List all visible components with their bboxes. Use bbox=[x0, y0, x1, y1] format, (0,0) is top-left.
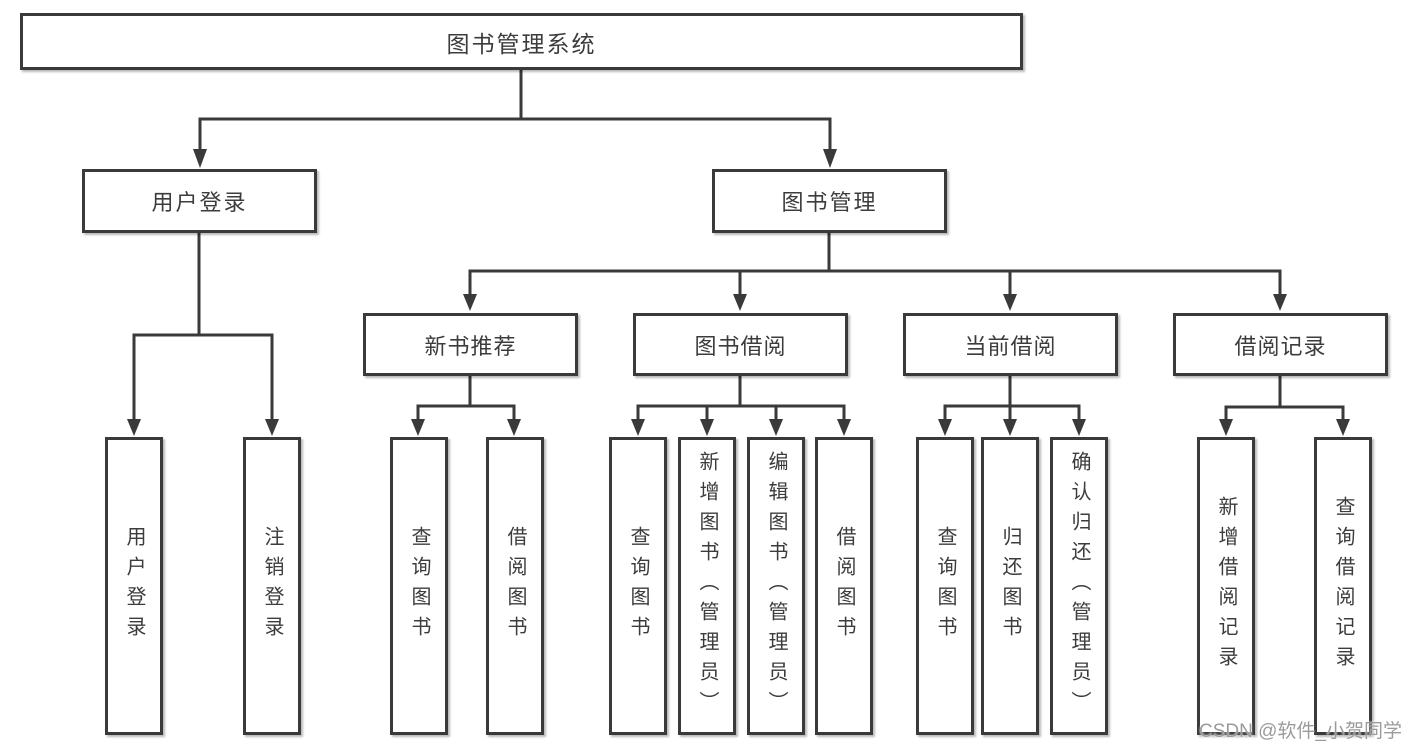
leaf-confirm-return-admin: 确认归还（管理员） bbox=[1050, 437, 1108, 735]
leaf-label: 借阅图书 bbox=[833, 526, 855, 646]
leaf-label: 归还图书 bbox=[999, 526, 1021, 646]
connector-book-borrow-children bbox=[636, 376, 846, 421]
csdn-watermark: CSDN @软件_小贺同学 bbox=[1199, 721, 1402, 742]
node-new-book-recommend: 新书推荐 bbox=[363, 313, 578, 376]
leaf-label: 查询图书 bbox=[627, 526, 649, 646]
node-book-management: 图书管理 bbox=[712, 169, 947, 233]
leaf-label: 查询图书 bbox=[934, 526, 956, 646]
leaf-query-books-borrow: 查询图书 bbox=[609, 437, 667, 735]
connector-book-management-children bbox=[468, 233, 1282, 296]
leaf-borrow-books-recommend: 借阅图书 bbox=[486, 437, 544, 735]
leaf-label: 编辑图书（管理员） bbox=[765, 451, 787, 721]
leaf-borrow-books: 借阅图书 bbox=[815, 437, 873, 735]
leaf-logout: 注销登录 bbox=[243, 437, 301, 735]
node-root-library-system: 图书管理系统 bbox=[20, 13, 1023, 70]
connector-user-login-children bbox=[132, 233, 274, 421]
connector-new-book-children bbox=[416, 376, 516, 421]
node-borrowing-records: 借阅记录 bbox=[1173, 313, 1388, 376]
leaf-user-login: 用户登录 bbox=[105, 437, 163, 735]
leaf-label: 确认归还（管理员） bbox=[1068, 451, 1090, 721]
leaf-label: 新增图书（管理员） bbox=[696, 451, 718, 721]
leaf-query-borrow-record: 查询借阅记录 bbox=[1314, 437, 1372, 735]
connector-borrow-record-children bbox=[1224, 376, 1345, 421]
leaf-return-books: 归还图书 bbox=[981, 437, 1039, 735]
connector-root-to-level2 bbox=[198, 68, 832, 151]
leaf-label: 注销登录 bbox=[261, 526, 283, 646]
leaf-label: 用户登录 bbox=[123, 526, 145, 646]
node-book-borrowing: 图书借阅 bbox=[633, 313, 848, 376]
node-user-login: 用户登录 bbox=[82, 169, 317, 233]
leaf-query-books-current: 查询图书 bbox=[916, 437, 974, 735]
leaf-add-borrow-record: 新增借阅记录 bbox=[1197, 437, 1255, 735]
node-current-borrowing: 当前借阅 bbox=[903, 313, 1118, 376]
leaf-edit-books-admin: 编辑图书（管理员） bbox=[747, 437, 805, 735]
leaf-label: 借阅图书 bbox=[504, 526, 526, 646]
leaf-label: 查询借阅记录 bbox=[1332, 496, 1354, 676]
arrowheads bbox=[127, 149, 1350, 436]
leaf-label: 新增借阅记录 bbox=[1215, 496, 1237, 676]
leaf-label: 查询图书 bbox=[408, 526, 430, 646]
leaf-add-books-admin: 新增图书（管理员） bbox=[678, 437, 736, 735]
connector-current-borrow-children bbox=[943, 376, 1081, 421]
leaf-query-books-recommend: 查询图书 bbox=[390, 437, 448, 735]
